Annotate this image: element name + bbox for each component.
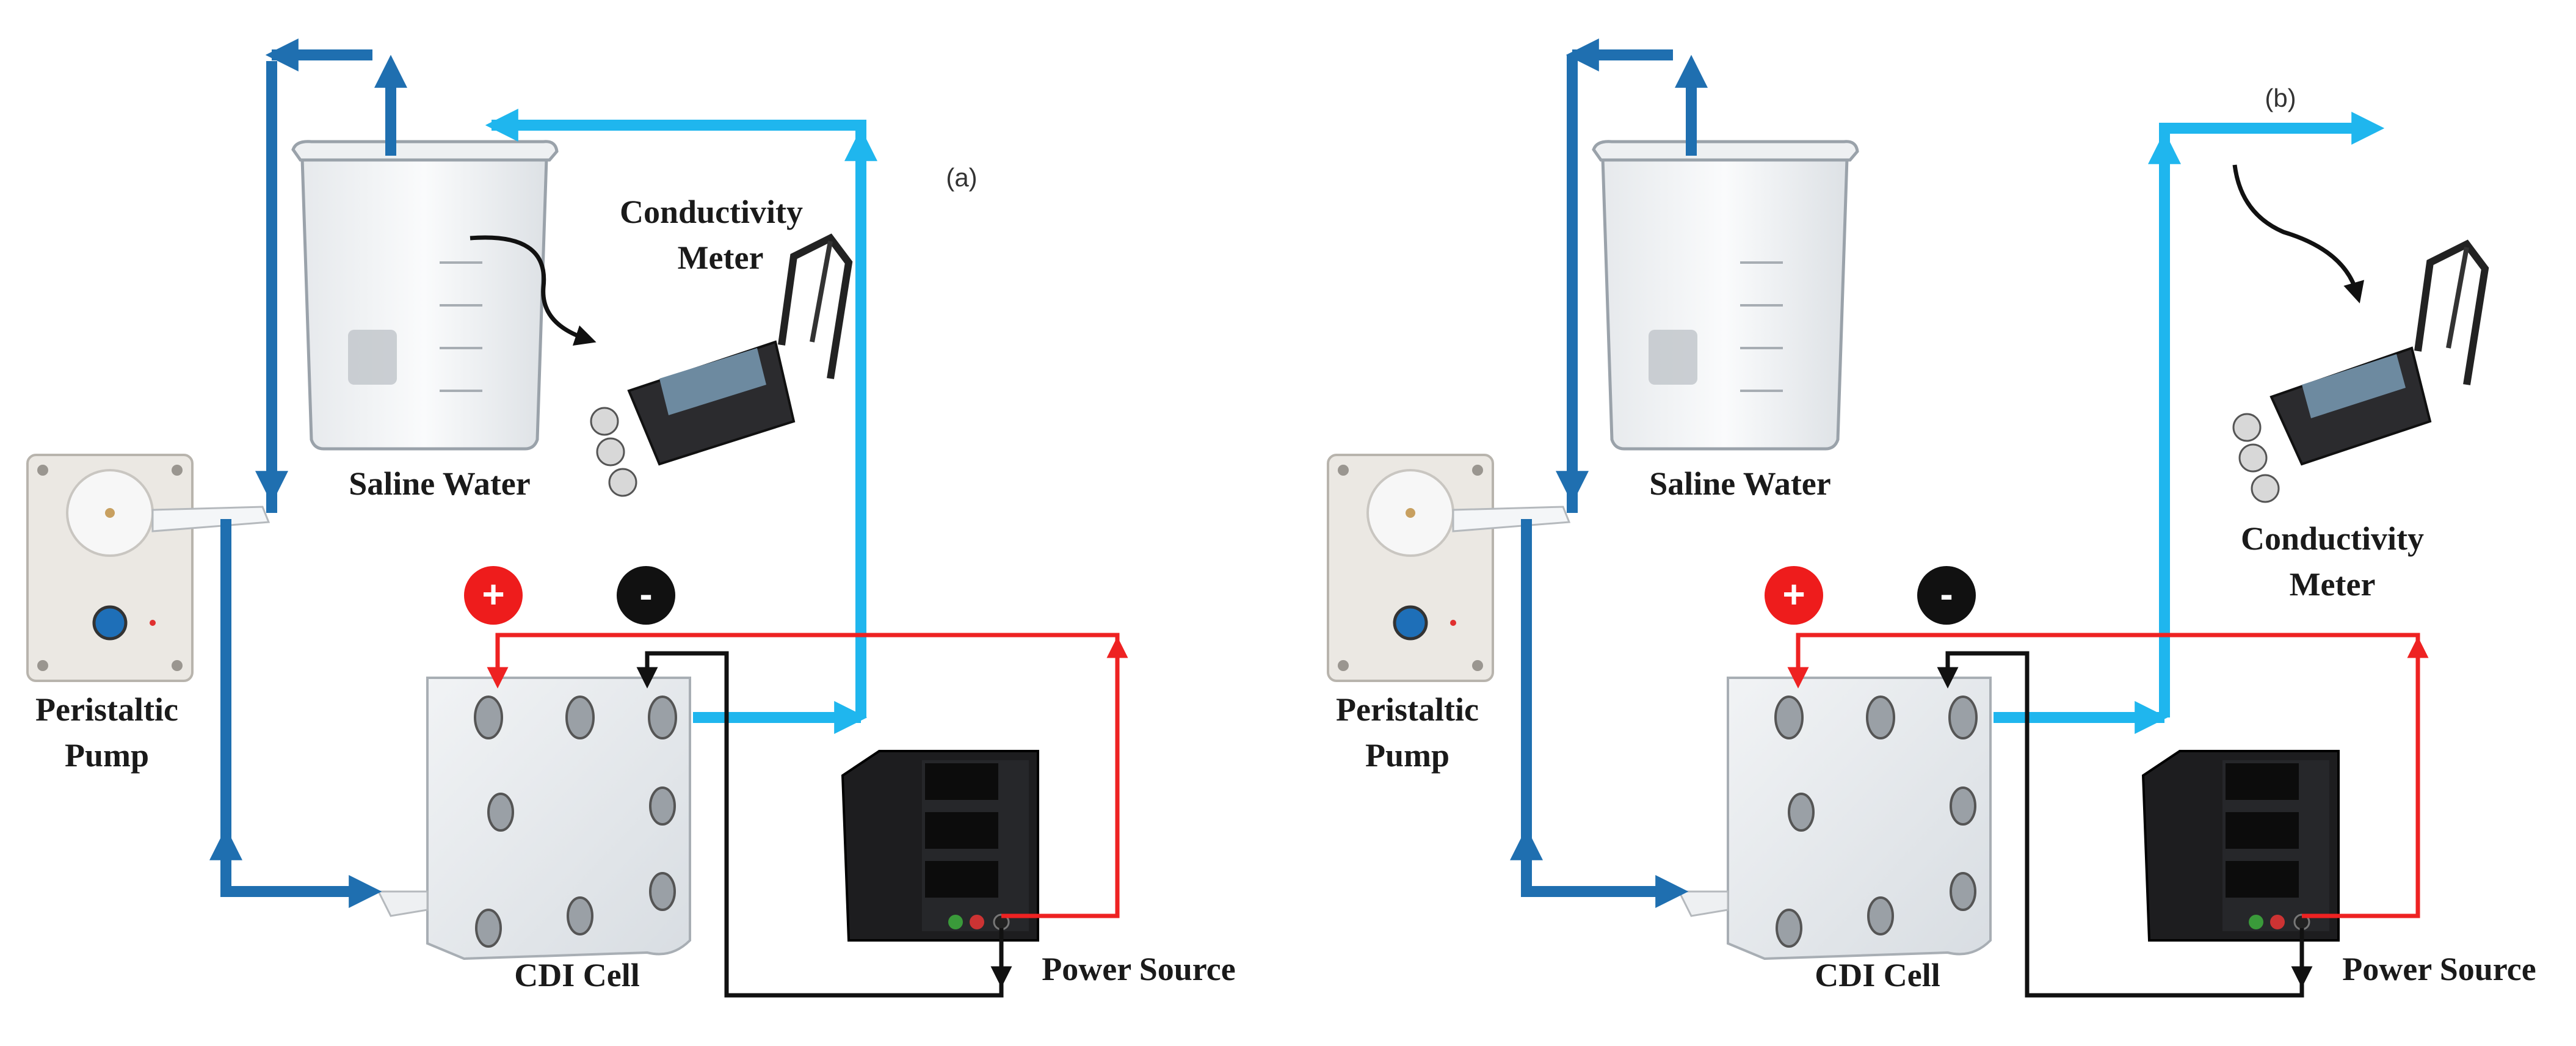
conductivity-meter	[590, 233, 853, 497]
negative-terminal-badge: -	[1917, 566, 1976, 625]
inlet-flow-lines	[1510, 38, 1708, 908]
saline-water-label: Saline Water	[349, 465, 531, 502]
positive-terminal-badge: +	[464, 566, 523, 625]
negative-wire	[636, 651, 1012, 998]
negative-terminal-badge: -	[617, 566, 675, 625]
peristaltic-pump-label-line1: Peristaltic	[1336, 691, 1479, 728]
power-source-label: Power Source	[1042, 951, 1235, 987]
conductivity-meter-label-line2: Meter	[678, 239, 764, 276]
power-source	[841, 750, 1039, 942]
saline-water-beaker	[291, 140, 559, 451]
saline-water-label: Saline Water	[1649, 465, 1831, 502]
svg-text:+: +	[1782, 572, 1805, 616]
conductivity-meter	[2232, 239, 2489, 503]
positive-wire	[487, 633, 1128, 918]
outlet-flow-lines	[1994, 112, 2385, 734]
conductivity-meter-label-line2: Meter	[2290, 566, 2376, 603]
inlet-flow-lines	[209, 38, 407, 908]
panel-b: + - (b) Conductivity Meter Saline Water …	[1327, 38, 2536, 998]
saline-water-beaker	[1592, 140, 1859, 451]
power-source-label: Power Source	[2342, 951, 2536, 987]
conductivity-meter-label-line1: Conductivity	[2241, 520, 2424, 557]
cdi-cell	[1677, 677, 1992, 961]
power-source	[2141, 750, 2340, 942]
peristaltic-pump	[26, 454, 270, 682]
svg-text:-: -	[639, 572, 652, 616]
panel-a-tag: (a)	[946, 163, 977, 192]
outlet-flow-lines	[485, 109, 877, 734]
sampling-arrow	[2232, 164, 2365, 303]
peristaltic-pump-label-line2: Pump	[65, 737, 149, 774]
positive-wire	[1787, 633, 2429, 918]
cdi-cell-label: CDI Cell	[1815, 957, 1940, 993]
peristaltic-pump-label-line1: Peristaltic	[35, 691, 178, 728]
cdi-cell	[377, 677, 691, 961]
peristaltic-pump	[1327, 454, 1571, 682]
positive-terminal-badge: +	[1765, 566, 1823, 625]
sampling-arrow	[470, 235, 597, 346]
conductivity-meter-label-line1: Conductivity	[620, 194, 803, 230]
negative-wire	[1937, 651, 2313, 998]
peristaltic-pump-label-line2: Pump	[1365, 737, 1449, 774]
panel-b-tag: (b)	[2265, 84, 2296, 112]
panel-a: + - (a) Conductivity Meter Saline Water …	[26, 38, 1236, 998]
svg-text:+: +	[482, 572, 504, 616]
svg-text:-: -	[1940, 572, 1953, 616]
cdi-cell-label: CDI Cell	[514, 957, 639, 993]
